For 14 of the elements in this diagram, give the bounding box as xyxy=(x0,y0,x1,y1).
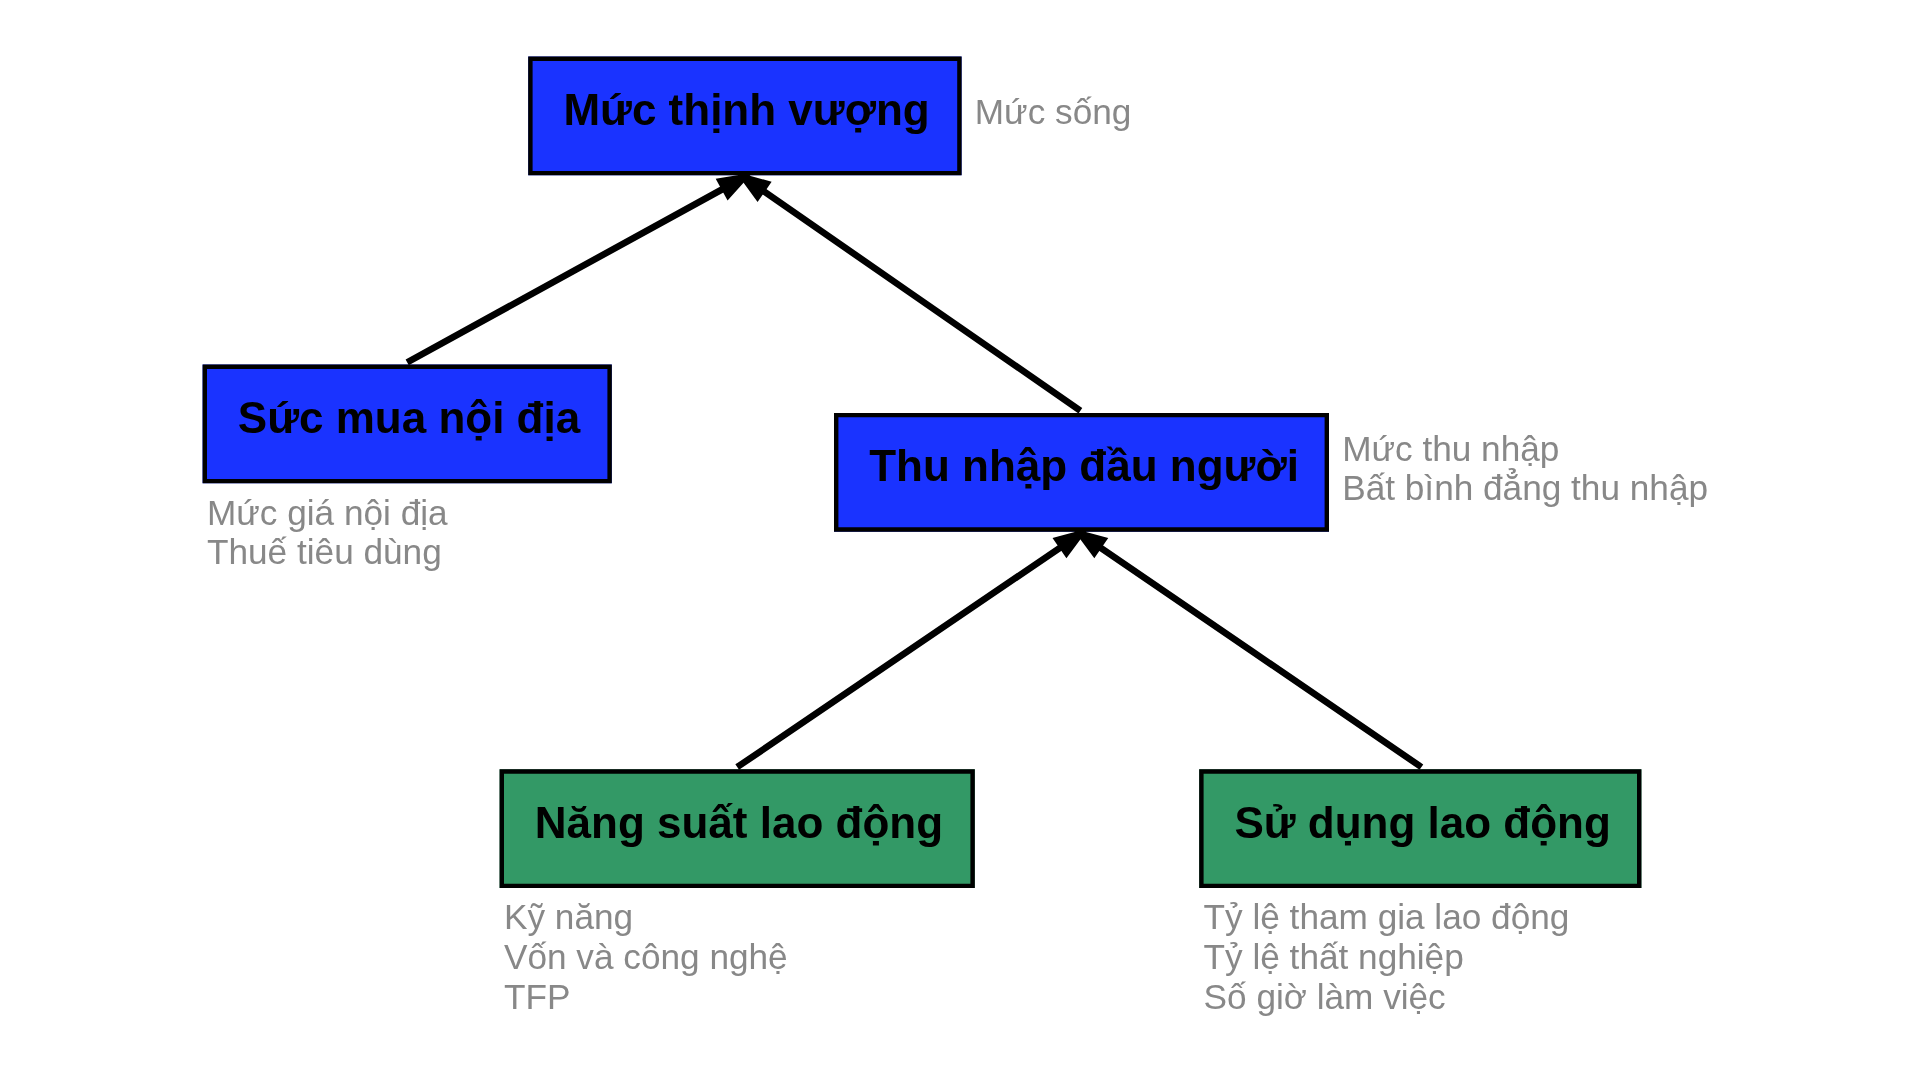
arrow xyxy=(1072,528,1424,770)
node-label: Mức giá nội địa xyxy=(207,492,448,532)
node-label: Kỹ năng xyxy=(504,897,634,937)
arrow xyxy=(405,172,753,366)
node-label: Bất bình đẳng thu nhập xyxy=(1342,468,1709,508)
arrow xyxy=(735,528,1089,770)
node-label: Tỷ lệ thất nghiệp xyxy=(1203,937,1464,977)
node-label: Số giờ làm việc xyxy=(1203,976,1446,1016)
node-label: Mức sống xyxy=(974,92,1132,132)
node-label: Vốn và công nghệ xyxy=(504,937,788,977)
node-label: Tỷ lệ tham gia lao động xyxy=(1203,897,1570,937)
node-label: TFP xyxy=(504,976,571,1016)
node-label: Mức thu nhập xyxy=(1342,428,1560,468)
node-label: Thuế tiêu dùng xyxy=(207,532,442,572)
